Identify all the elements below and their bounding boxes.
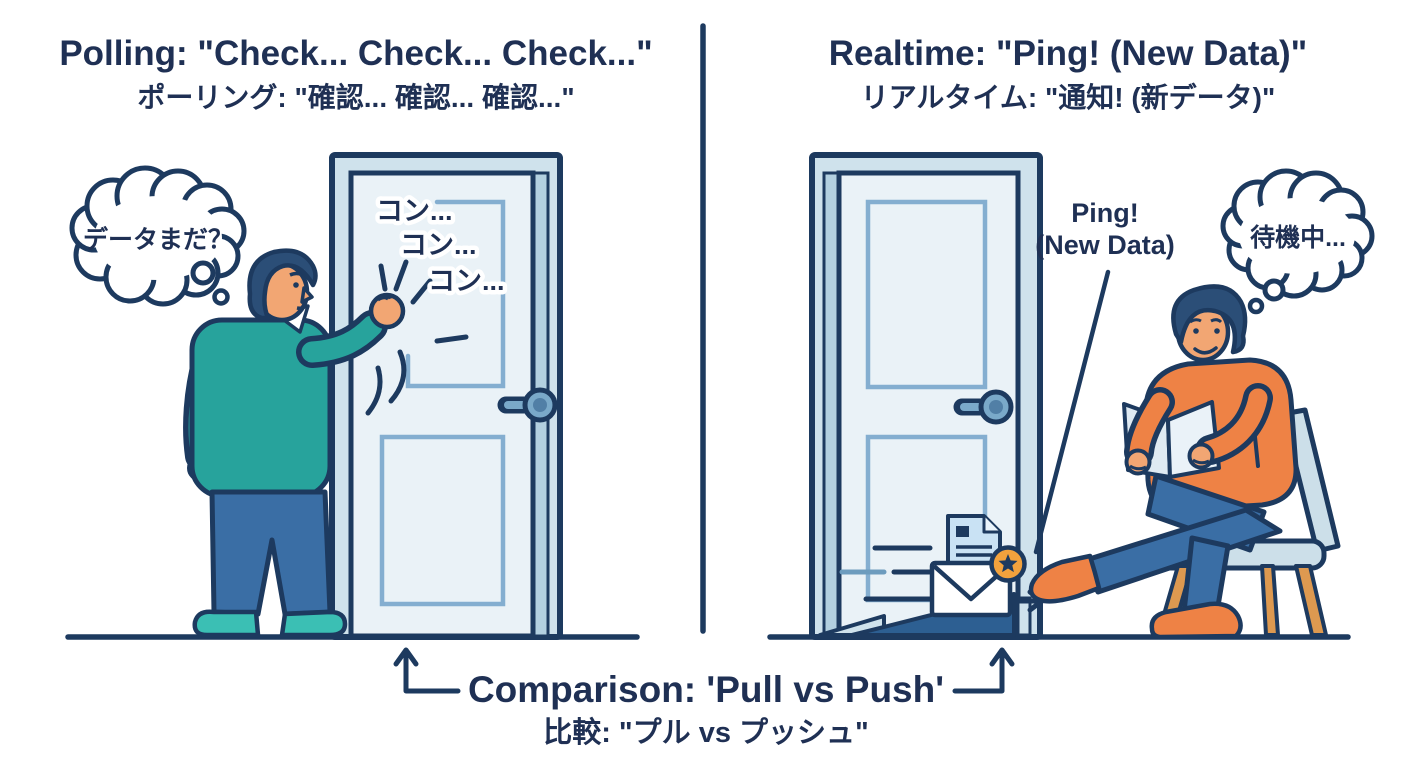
right-subtitle-jp: リアルタイム: "通知! (新データ)"	[861, 81, 1276, 113]
caption-en: Comparison: 'Pull vs Push'	[468, 669, 944, 710]
star-badge-icon	[989, 545, 1027, 583]
door-handle-icon	[497, 387, 558, 423]
door-lower-panel	[379, 434, 506, 607]
extended-shoe	[1028, 553, 1102, 604]
hair	[247, 248, 318, 321]
ping-label-line2: (New Data)	[1035, 230, 1175, 260]
envelope-icon	[929, 560, 1013, 618]
knock-sound-3: コン...	[428, 266, 505, 296]
knocking-person	[183, 248, 406, 638]
hair	[1171, 284, 1248, 355]
door-handle-icon	[953, 389, 1014, 425]
knock-sound-1: コン...	[376, 196, 453, 226]
extended-leg	[1080, 507, 1283, 595]
reading-person-scene	[1028, 284, 1341, 640]
right-title: Realtime: "Ping! (New Data)"	[829, 34, 1308, 73]
speed-lines	[839, 545, 933, 602]
thought-trail-dot	[1262, 278, 1286, 302]
left-door	[329, 152, 563, 640]
left-subtitle-jp: ポーリング: "確認... 確認... 確認..."	[137, 81, 574, 113]
notification-message	[929, 514, 1027, 618]
thought-trail-dot	[212, 288, 230, 306]
door-upper-panel	[405, 199, 506, 389]
knocking-fist	[368, 292, 406, 330]
knock-motion-arcs	[365, 349, 407, 416]
thought-trail-dot	[190, 260, 216, 286]
ping-pointer-line	[1033, 269, 1111, 555]
caption-jp: 比較: "プル vs プッシュ"	[543, 715, 869, 749]
knock-burst-lines	[378, 259, 469, 344]
left-title: Polling: "Check... Check... Check..."	[59, 34, 652, 73]
door-upper-panel	[865, 199, 988, 390]
right-thought-bubble: 待機中...	[1220, 168, 1375, 315]
left-thought-bubble: データまだ？	[69, 165, 247, 307]
shoe	[1149, 601, 1243, 640]
left-thought-text: データまだ？	[83, 225, 233, 254]
caption-arrow-left	[393, 647, 461, 694]
ping-label-line1: Ping!	[1071, 198, 1139, 228]
head	[1171, 284, 1248, 363]
thought-trail-dot	[1247, 297, 1265, 315]
right-thought-text: 待機中...	[1250, 224, 1346, 252]
caption-arrow-right	[952, 647, 1015, 694]
knock-sound-2: コン...	[400, 230, 477, 260]
